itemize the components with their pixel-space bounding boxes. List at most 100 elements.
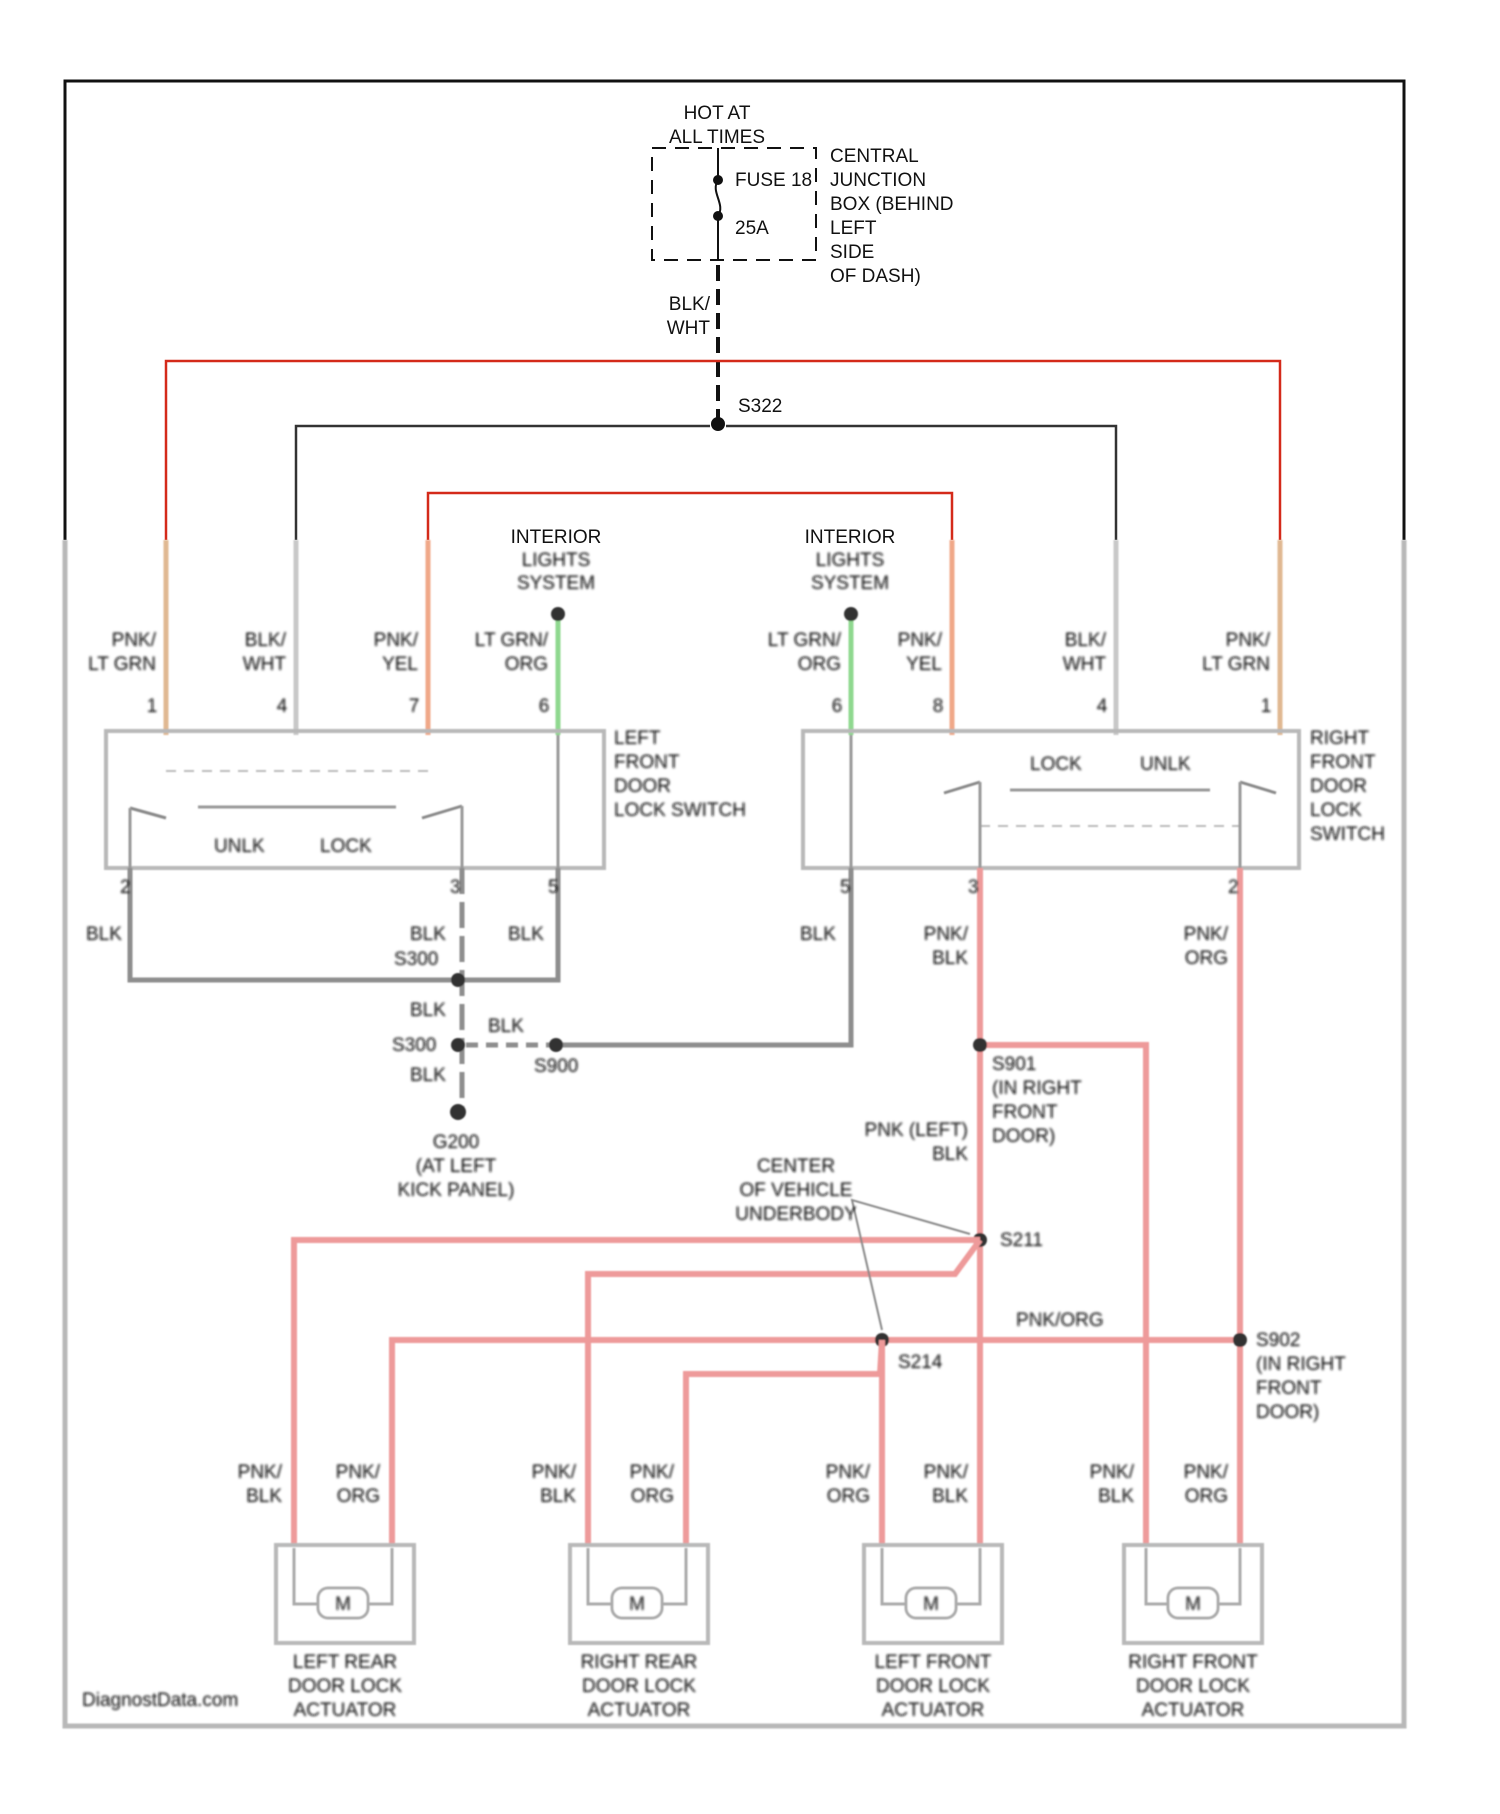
s901-line-1: S901 — [992, 1054, 1036, 1075]
rsw-bottom-pin-1: 5 — [840, 877, 851, 898]
rsw-name-3: DOOR — [1310, 776, 1367, 797]
act4-name-2: DOOR LOCK — [1136, 1676, 1250, 1697]
interior-right-line-2: LIGHTS — [816, 550, 885, 571]
rsw-wire2-pin: 8 — [933, 696, 944, 717]
lsw-unlk: UNLK — [214, 836, 265, 857]
blk-label-4: BLK — [800, 924, 836, 945]
lsw-wire2-b: WHT — [243, 654, 287, 675]
s214-label: S214 — [898, 1352, 943, 1373]
act3-wire-b-2: BLK — [932, 1486, 968, 1507]
act3-name-2: DOOR LOCK — [876, 1676, 990, 1697]
harness-pnk-org-2: ORG — [1185, 948, 1228, 969]
fuse-name-label: FUSE 18 — [735, 170, 812, 191]
act3-wire-b-1: PNK/ — [924, 1462, 969, 1483]
rsw-name-1: RIGHT — [1310, 728, 1370, 749]
all-times-label: ALL TIMES — [669, 127, 765, 148]
splice-s322 — [711, 417, 725, 431]
blk-label-7: BLK — [410, 1065, 446, 1086]
rsw-wire4-pin: 1 — [1261, 696, 1272, 717]
interior-left-label: INTERIOR — [511, 527, 602, 548]
wire-blk-wht-top — [296, 426, 710, 540]
splice-s900 — [549, 1038, 563, 1052]
lsw-wire4-pin: 6 — [539, 696, 550, 717]
wire-pnk-org-lf — [686, 1340, 882, 1545]
act2-name-2: DOOR LOCK — [582, 1676, 696, 1697]
lsw-wire1-pin: 1 — [147, 696, 158, 717]
act3-name-3: ACTUATOR — [882, 1700, 985, 1721]
rsw-wire1-b: ORG — [798, 654, 841, 675]
harness-pnk-org-1: PNK/ — [1184, 924, 1229, 945]
act4-wire-a-1: PNK/ — [1090, 1462, 1135, 1483]
s902-line-1: S902 — [1256, 1330, 1300, 1351]
act4-name-1: RIGHT FRONT — [1128, 1652, 1258, 1673]
act3-motor-label: M — [923, 1594, 939, 1615]
junction-box-line-6: OF DASH) — [830, 266, 921, 287]
rsw-bottom-pin-2: 3 — [968, 877, 979, 898]
act4-wire-b-2: ORG — [1185, 1486, 1228, 1507]
pnk-left-blk-1: PNK (LEFT) — [865, 1120, 968, 1141]
lsw-wire3-b: YEL — [382, 654, 418, 675]
center-line-3: UNDERBODY — [735, 1204, 857, 1225]
ground-g200-label: G200 — [433, 1132, 479, 1153]
s902-line-3: FRONT — [1256, 1378, 1322, 1399]
rsw-wire2-b: YEL — [906, 654, 942, 675]
lsw-wire1-b: LT GRN — [88, 654, 156, 675]
junction-box-line-2: JUNCTION — [830, 170, 926, 191]
junction-box — [652, 148, 816, 260]
ground-loc-2: KICK PANEL) — [398, 1180, 515, 1201]
act1-wire-b-2: ORG — [337, 1486, 380, 1507]
act4-name-3: ACTUATOR — [1142, 1700, 1245, 1721]
act4-motor-label: M — [1185, 1594, 1201, 1615]
rsw-wire2-a: PNK/ — [898, 630, 943, 651]
s901-line-3: FRONT — [992, 1102, 1058, 1123]
rsw-wire3-b: WHT — [1063, 654, 1107, 675]
hot-at-label: HOT AT — [684, 103, 751, 124]
junction-box-line-3: BOX (BEHIND — [830, 194, 954, 215]
lsw-name-1: LEFT — [614, 728, 661, 749]
rsw-name-4: LOCK — [1310, 800, 1362, 821]
act3-wire-a-2: ORG — [827, 1486, 870, 1507]
act1-name-3: ACTUATOR — [294, 1700, 397, 1721]
splice-s300-a — [451, 973, 465, 987]
wire-blk-right-ground — [556, 868, 851, 1045]
lsw-wire2-pin: 4 — [277, 696, 288, 717]
splice-s901 — [973, 1038, 987, 1052]
splice-s300-b-label: S300 — [392, 1035, 436, 1056]
lsw-bottom-pin-3: 5 — [548, 877, 559, 898]
act1-name-2: DOOR LOCK — [288, 1676, 402, 1697]
lsw-wire3-a: PNK/ — [374, 630, 419, 651]
rsw-wire1-a: LT GRN/ — [768, 630, 842, 651]
harness-pnk-blk-1: PNK/ — [924, 924, 969, 945]
center-line-1: CENTER — [757, 1156, 835, 1177]
blk-label-2: BLK — [410, 924, 446, 945]
right-door-lock-switch — [803, 731, 1299, 868]
blk-label-5: BLK — [410, 1000, 446, 1021]
act1-wire-a-2: BLK — [246, 1486, 282, 1507]
act4-wire-a-2: BLK — [1098, 1486, 1134, 1507]
s902-line-4: DOOR) — [1256, 1402, 1319, 1423]
wire-blk-left-ground-loop — [130, 868, 558, 980]
rsw-lock: LOCK — [1030, 754, 1082, 775]
wire-pnk-org-cross — [392, 1340, 1240, 1545]
lsw-wire4-a: LT GRN/ — [475, 630, 549, 651]
center-of-vehicle-pointer — [852, 1200, 970, 1330]
junction-box-line-5: SIDE — [830, 242, 874, 263]
act3-name-1: LEFT FRONT — [875, 1652, 992, 1673]
lsw-wire3-pin: 7 — [409, 696, 420, 717]
center-line-2: OF VEHICLE — [740, 1180, 853, 1201]
act1-motor-label: M — [335, 1594, 351, 1615]
rsw-wire1-pin: 6 — [832, 696, 843, 717]
lsw-name-4: LOCK SWITCH — [614, 800, 746, 821]
act2-name-1: RIGHT REAR — [581, 1652, 698, 1673]
interior-right-label: INTERIOR — [805, 527, 896, 548]
lsw-wire1-a: PNK/ — [112, 630, 157, 651]
blk-label-3: BLK — [508, 924, 544, 945]
lsw-lock: LOCK — [320, 836, 372, 857]
s901-line-2: (IN RIGHT — [992, 1078, 1082, 1099]
wire-blk-wht-top-right — [726, 426, 1116, 540]
s211-label: S211 — [1000, 1230, 1043, 1251]
splice-s300-b — [451, 1038, 465, 1052]
pnk-org-mid-label: PNK/ORG — [1016, 1310, 1104, 1331]
pnk-left-blk-2: BLK — [932, 1144, 968, 1165]
